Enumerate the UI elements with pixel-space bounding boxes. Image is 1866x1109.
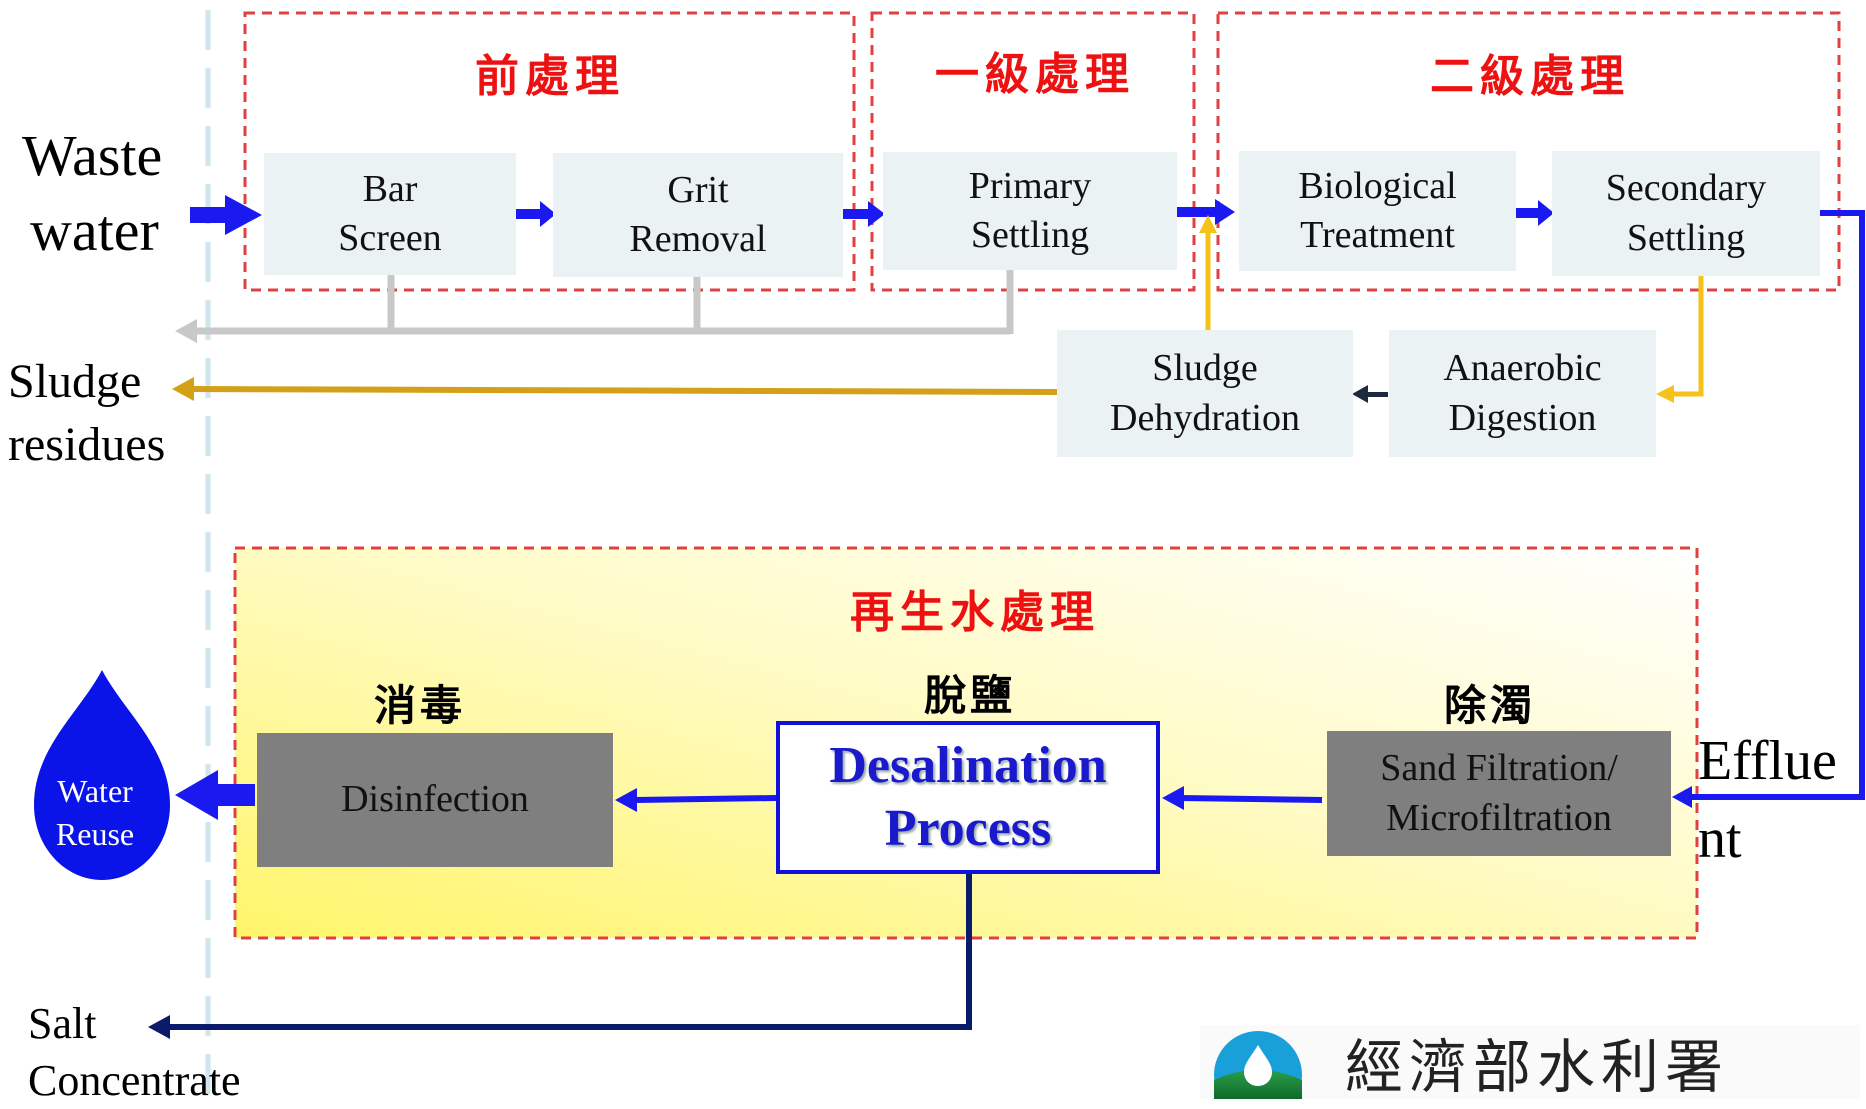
residue-arrowhead	[172, 377, 194, 401]
primary-stage-box	[870, 11, 1196, 292]
salt-concentrate-label: Salt Concentrate	[28, 995, 241, 1109]
sludge-dehydration-line2: Dehydration	[1110, 396, 1300, 439]
pretreatment-stage-box	[243, 11, 856, 292]
effluent-label: Efflue nt	[1698, 722, 1837, 879]
bar-screen-line2: Screen	[338, 217, 442, 259]
desalination-step-label: 脫鹽	[923, 671, 1016, 720]
biological-treatment-line1: Biological	[1298, 164, 1457, 207]
salt-concentrate-line1: Salt	[28, 999, 97, 1048]
main-flow-arrows	[190, 195, 1865, 808]
primary-treatment-title: 一級處理	[935, 49, 1135, 100]
filtration-line2: Microfiltration	[1386, 796, 1612, 839]
disinfection-step-label: 消毒	[373, 681, 466, 730]
salt-arrowhead	[148, 1015, 170, 1039]
grey-arrowhead	[175, 319, 197, 343]
bar-screen-line1: Bar	[362, 167, 418, 210]
salt-concentrate-line2: Concentrate	[28, 1056, 241, 1106]
desalination-process-box: Desalination Process	[776, 721, 1160, 874]
desalination-line2: Process	[884, 799, 1052, 857]
desalination-line1: Desalination	[829, 737, 1107, 795]
primary-settling-box: Primary Settling	[883, 152, 1177, 270]
biological-treatment-line2: Treatment	[1300, 214, 1455, 256]
wastewater-label: Waste water	[22, 118, 162, 269]
grit-removal-line1: Grit	[667, 168, 729, 211]
turbidity-removal-step-label: 除濁	[1443, 681, 1536, 730]
bar-screen-box: Bar Screen	[264, 153, 516, 275]
primary-settling-line1: Primary	[968, 164, 1092, 207]
effluent-line2: nt	[1698, 808, 1742, 871]
sludge-residues-line1: Sludge	[8, 355, 142, 408]
sludge-return-arrowhead-1	[1656, 385, 1674, 403]
sludge-return-arrowhead-2	[1199, 215, 1217, 233]
sludge-return-lines	[1205, 225, 1704, 397]
sludge-dehydration-box: Sludge Dehydration	[1057, 330, 1353, 457]
wastewater-line1: Waste	[22, 123, 163, 188]
salt-concentrate-line	[168, 874, 972, 1030]
anaerobic-digestion-box: Anaerobic Digestion	[1389, 330, 1656, 457]
disinfection-box: Disinfection	[257, 733, 613, 867]
reclaimed-water-title: 再生水處理	[850, 587, 1100, 638]
filtration-line1: Sand Filtration/	[1380, 747, 1618, 790]
residue-line	[191, 386, 1058, 395]
secondary-settling-box: Secondary Settling	[1552, 151, 1820, 276]
logo-icon	[1200, 1025, 1860, 1099]
pretreatment-title: 前處理	[475, 51, 625, 102]
biological-treatment-box: Biological Treatment	[1239, 151, 1516, 271]
digestion-to-dehydration-arrow	[1362, 392, 1388, 397]
grit-removal-box: Grit Removal	[553, 153, 843, 277]
disinfection-text: Disinfection	[341, 778, 529, 821]
water-drop-icon	[34, 670, 170, 880]
secondary-stage-box	[1216, 11, 1841, 292]
anaerobic-digestion-line1: Anaerobic	[1443, 347, 1602, 390]
grey-sludge-lines	[195, 270, 1014, 335]
effluent-line1: Efflue	[1698, 730, 1837, 792]
sludge-dehydration-line1: Sludge	[1152, 347, 1258, 390]
filtration-box: Sand Filtration/ Microfiltration	[1327, 731, 1671, 856]
grit-removal-line2: Removal	[629, 218, 767, 260]
digestion-arrowhead	[1352, 385, 1368, 403]
reclaimed-flow-arrows	[175, 770, 1323, 820]
secondary-settling-line1: Secondary	[1605, 167, 1767, 210]
sludge-residues-line2: residues	[8, 418, 166, 472]
sludge-residues-label: Sludge residues	[8, 350, 165, 477]
water-reuse-line1: Water	[57, 773, 133, 809]
secondary-treatment-title: 二級處理	[1430, 51, 1630, 102]
water-reuse-line2: Reuse	[55, 816, 135, 853]
logo-text: 經濟部水利署	[1345, 1033, 1730, 1101]
secondary-settling-line2: Settling	[1626, 216, 1746, 259]
primary-settling-line2: Settling	[970, 214, 1090, 256]
water-reuse-label: Water Reuse	[30, 770, 160, 856]
wastewater-line2: water	[30, 198, 159, 264]
anaerobic-digestion-line2: Digestion	[1448, 396, 1597, 439]
